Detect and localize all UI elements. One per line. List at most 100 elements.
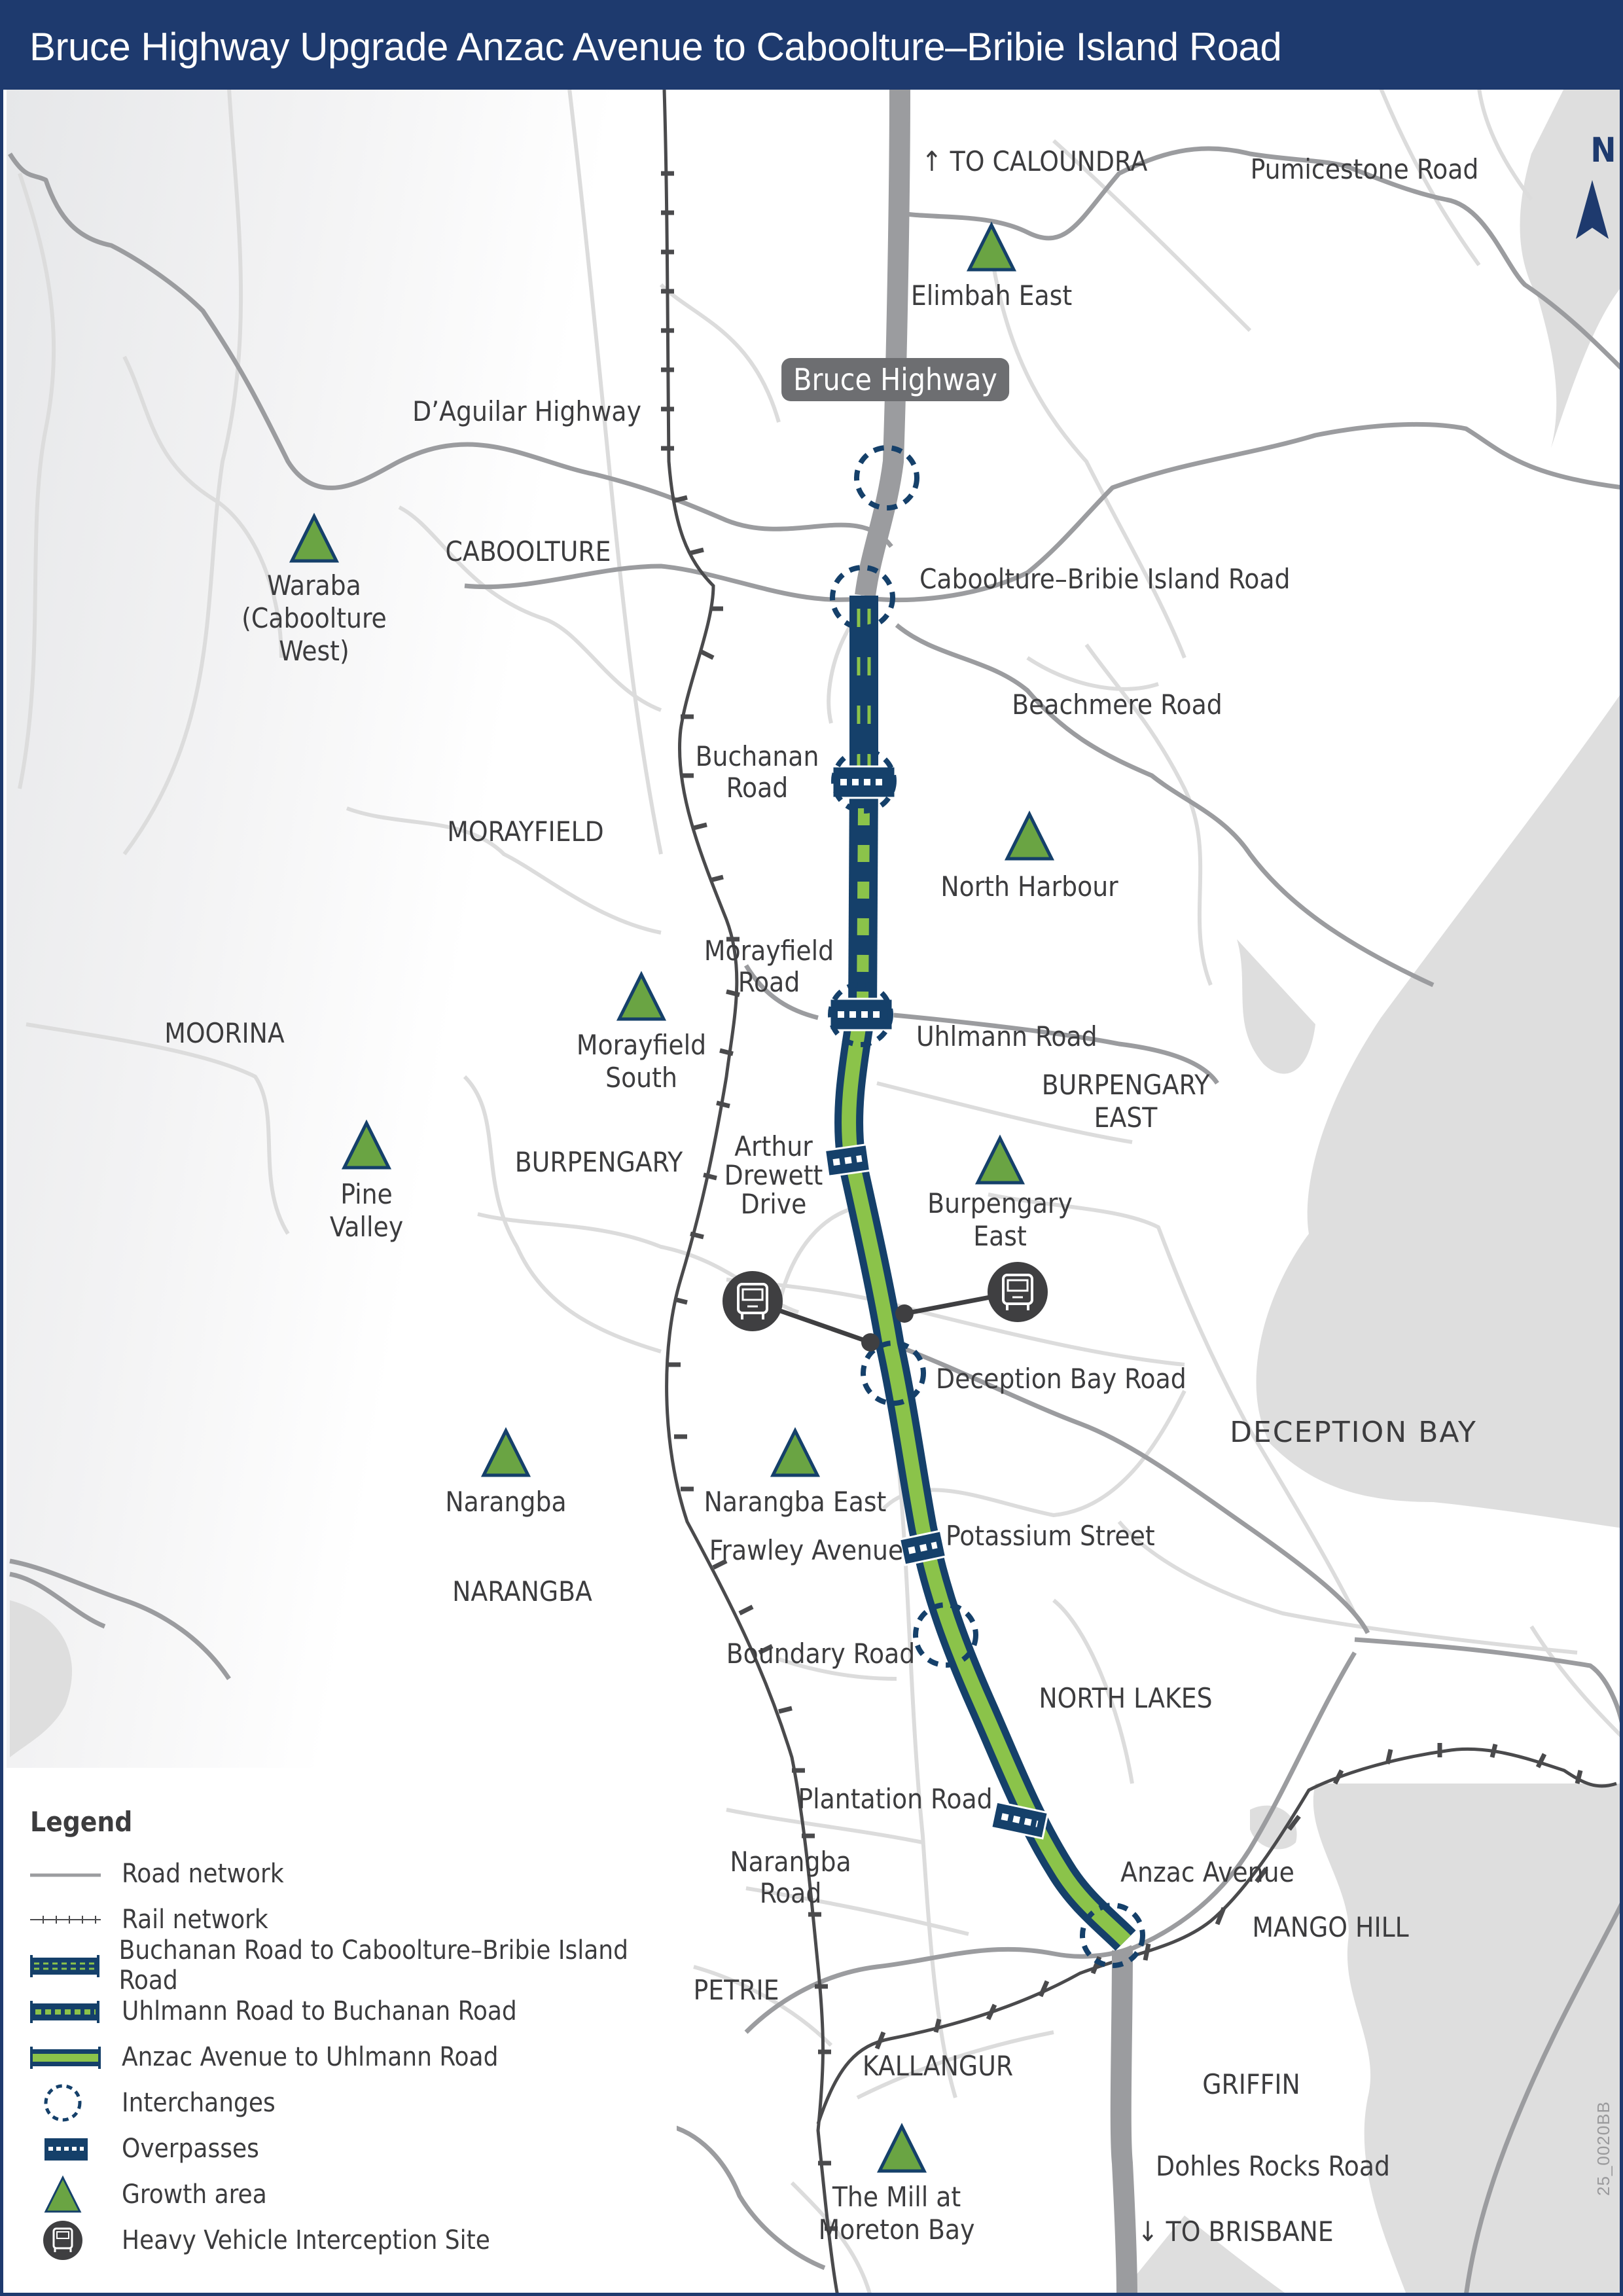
interchange-buchanan: [831, 748, 897, 814]
mango-hill-lake: [1250, 1805, 1297, 1850]
to-caloundra-label: ↑ TO CALOUNDRA: [921, 145, 1148, 177]
growth-triangle-icon: [44, 2175, 82, 2213]
growth-triangle-icon: [1004, 810, 1055, 861]
suburb-burpengary: BURPENGARY: [514, 1146, 683, 1178]
beachmere-road-label: Beachmere Road: [1012, 689, 1222, 721]
legend-item-rail: Rail network: [30, 1899, 268, 1941]
overpass-plantation: [990, 1801, 1050, 1840]
suburb-narangba: NARANGBA: [452, 1575, 592, 1607]
overpass-potassium-frawley: [898, 1530, 948, 1566]
suburb-mango-hill: MANGO HILL: [1252, 1911, 1409, 1943]
growth-triangle-icon: [289, 512, 340, 563]
map-title: Bruce Highway Upgrade Anzac Avenue to Ca…: [29, 24, 1282, 69]
segment-solid-green-icon: [30, 2047, 101, 2069]
overpass-icon: [45, 2138, 88, 2161]
beachmere-road: [895, 623, 1435, 988]
legend-item-growth: Growth area: [30, 2174, 267, 2215]
caboolture-bribie-road-label: Caboolture–Bribie Island Road: [919, 563, 1291, 595]
overpass-buchanan: [831, 765, 897, 799]
suburb-morayfield: MORAYFIELD: [447, 816, 604, 848]
legend-title: Legend: [30, 1806, 133, 1838]
west-water: [10, 1600, 73, 1757]
water-bodies: [10, 90, 1620, 2293]
petrie-road: [744, 1945, 1133, 2034]
growth-triangle-icon: [974, 1134, 1026, 1185]
daguilar-highway-label: D’Aguilar Highway: [412, 395, 641, 427]
hvis-sites: [722, 1262, 1048, 1352]
pumicestone-road-label: Pumicestone Road: [1250, 153, 1479, 185]
anzac-avenue-label: Anzac Avenue: [1120, 1856, 1294, 1888]
growth-triangle-icon: [876, 2123, 927, 2173]
interchange-deception-bay: [861, 1340, 926, 1406]
legend-panel: Legend Road network Rail network Buchana…: [7, 1768, 677, 2293]
interchange-daguilar: [854, 445, 919, 511]
growth-triangle-icon: [341, 1119, 392, 1170]
growth-triangle-icon: [966, 221, 1017, 272]
segment-single-dash-icon: [30, 2001, 99, 2023]
daguilar-highway: [8, 152, 893, 548]
suburb-kallangur: KALLANGUR: [862, 2050, 1014, 2082]
bruce-highway-badge: Bruce Highway: [781, 358, 1009, 401]
growth-area-label: The Mill at Moreton Bay: [818, 2181, 975, 2246]
legend-item-overpasses: Overpasses: [30, 2128, 259, 2170]
pumicestone-passage: [1520, 90, 1620, 448]
suburb-deception-bay: DECEPTION BAY: [1230, 1416, 1477, 1449]
interchange-caboolture-bribie: [830, 565, 895, 630]
rail-north-line: [662, 90, 839, 2293]
morayfield-road-label: Morayfield Road: [704, 935, 834, 998]
suburb-moorina: MOORINA: [164, 1017, 285, 1049]
segment-uhlmann-to-buchanan[interactable]: [848, 775, 878, 1015]
deception-bay-road-label: Deception Bay Road: [936, 1363, 1186, 1395]
southeast-water-2: [1122, 2215, 1285, 2293]
interchange-uhlmann: [828, 982, 893, 1047]
southeast-road: [1464, 1903, 1620, 2293]
overpasses: [823, 765, 1050, 1840]
arthur-drewett-drive-label: Arthur Drewett Drive: [724, 1130, 823, 1220]
segment-double-dash-icon: [30, 1955, 99, 1977]
kallangur-road: [660, 2121, 826, 2270]
legend-item-road: Road network: [30, 1853, 284, 1895]
growth-areas: [289, 221, 1055, 2173]
interchange-anzac: [1080, 1903, 1145, 1968]
southeast-water: [1313, 1784, 1620, 2293]
growth-area-label: Morayfield South: [576, 1029, 707, 1094]
growth-triangle-icon: [480, 1427, 531, 1477]
uhlmann-road-label: Uhlmann Road: [916, 1020, 1097, 1052]
legend-item-segment-2: Uhlmann Road to Buchanan Road: [30, 1990, 517, 2032]
anzac-avenue: [1118, 1651, 1357, 1956]
bay-inlet: [1237, 939, 1315, 1074]
bruce-highway-existing: [855, 90, 1137, 2293]
buchanan-road-label: Buchanan Road: [695, 740, 819, 804]
growth-area-label: Narangba East: [704, 1486, 887, 1518]
legend-item-segment-1: Buchanan Road to Caboolture–Bribie Islan…: [30, 1935, 677, 1996]
map-svg: [8, 90, 1620, 2293]
hvis-east: [988, 1262, 1048, 1322]
caboolture-bribie-road: [860, 422, 1620, 602]
growth-area-label: North Harbour: [940, 870, 1118, 903]
rail-line-icon: [30, 1916, 101, 1924]
hvis-west: [722, 1271, 783, 1331]
rail-ties: [661, 171, 1583, 2231]
growth-area-label: Burpengary East: [927, 1187, 1073, 1252]
road-network: [8, 146, 1620, 2293]
to-brisbane-label: ↓ TO BRISBANE: [1137, 2215, 1334, 2248]
caboolture-west-road: [464, 564, 858, 602]
growth-triangle-icon: [616, 971, 667, 1021]
rail-network: [662, 90, 1617, 2293]
frawley-avenue-label: Frawley Avenue: [709, 1534, 904, 1566]
boundary-road-label: Boundary Road: [726, 1638, 916, 1670]
rail-redcliffe-line: [816, 1747, 1617, 2125]
bruce-hwy-link-north-lakes: [1354, 1637, 1620, 1724]
morayfield-road-link: [743, 964, 819, 1020]
growth-area-label: Waraba (Caboolture West): [241, 569, 387, 667]
interchange-boundary: [913, 1602, 978, 1668]
deception-bay-water: [1256, 695, 1620, 1528]
suburb-north-lakes: NORTH LAKES: [1039, 1682, 1213, 1714]
growth-area-label: Narangba: [445, 1486, 567, 1518]
growth-triangle-icon: [770, 1427, 821, 1477]
legend-item-interchanges: Interchanges: [30, 2082, 276, 2124]
deception-bay-road: [902, 1346, 1370, 1634]
overpass-arthur-drewett: [823, 1143, 872, 1177]
